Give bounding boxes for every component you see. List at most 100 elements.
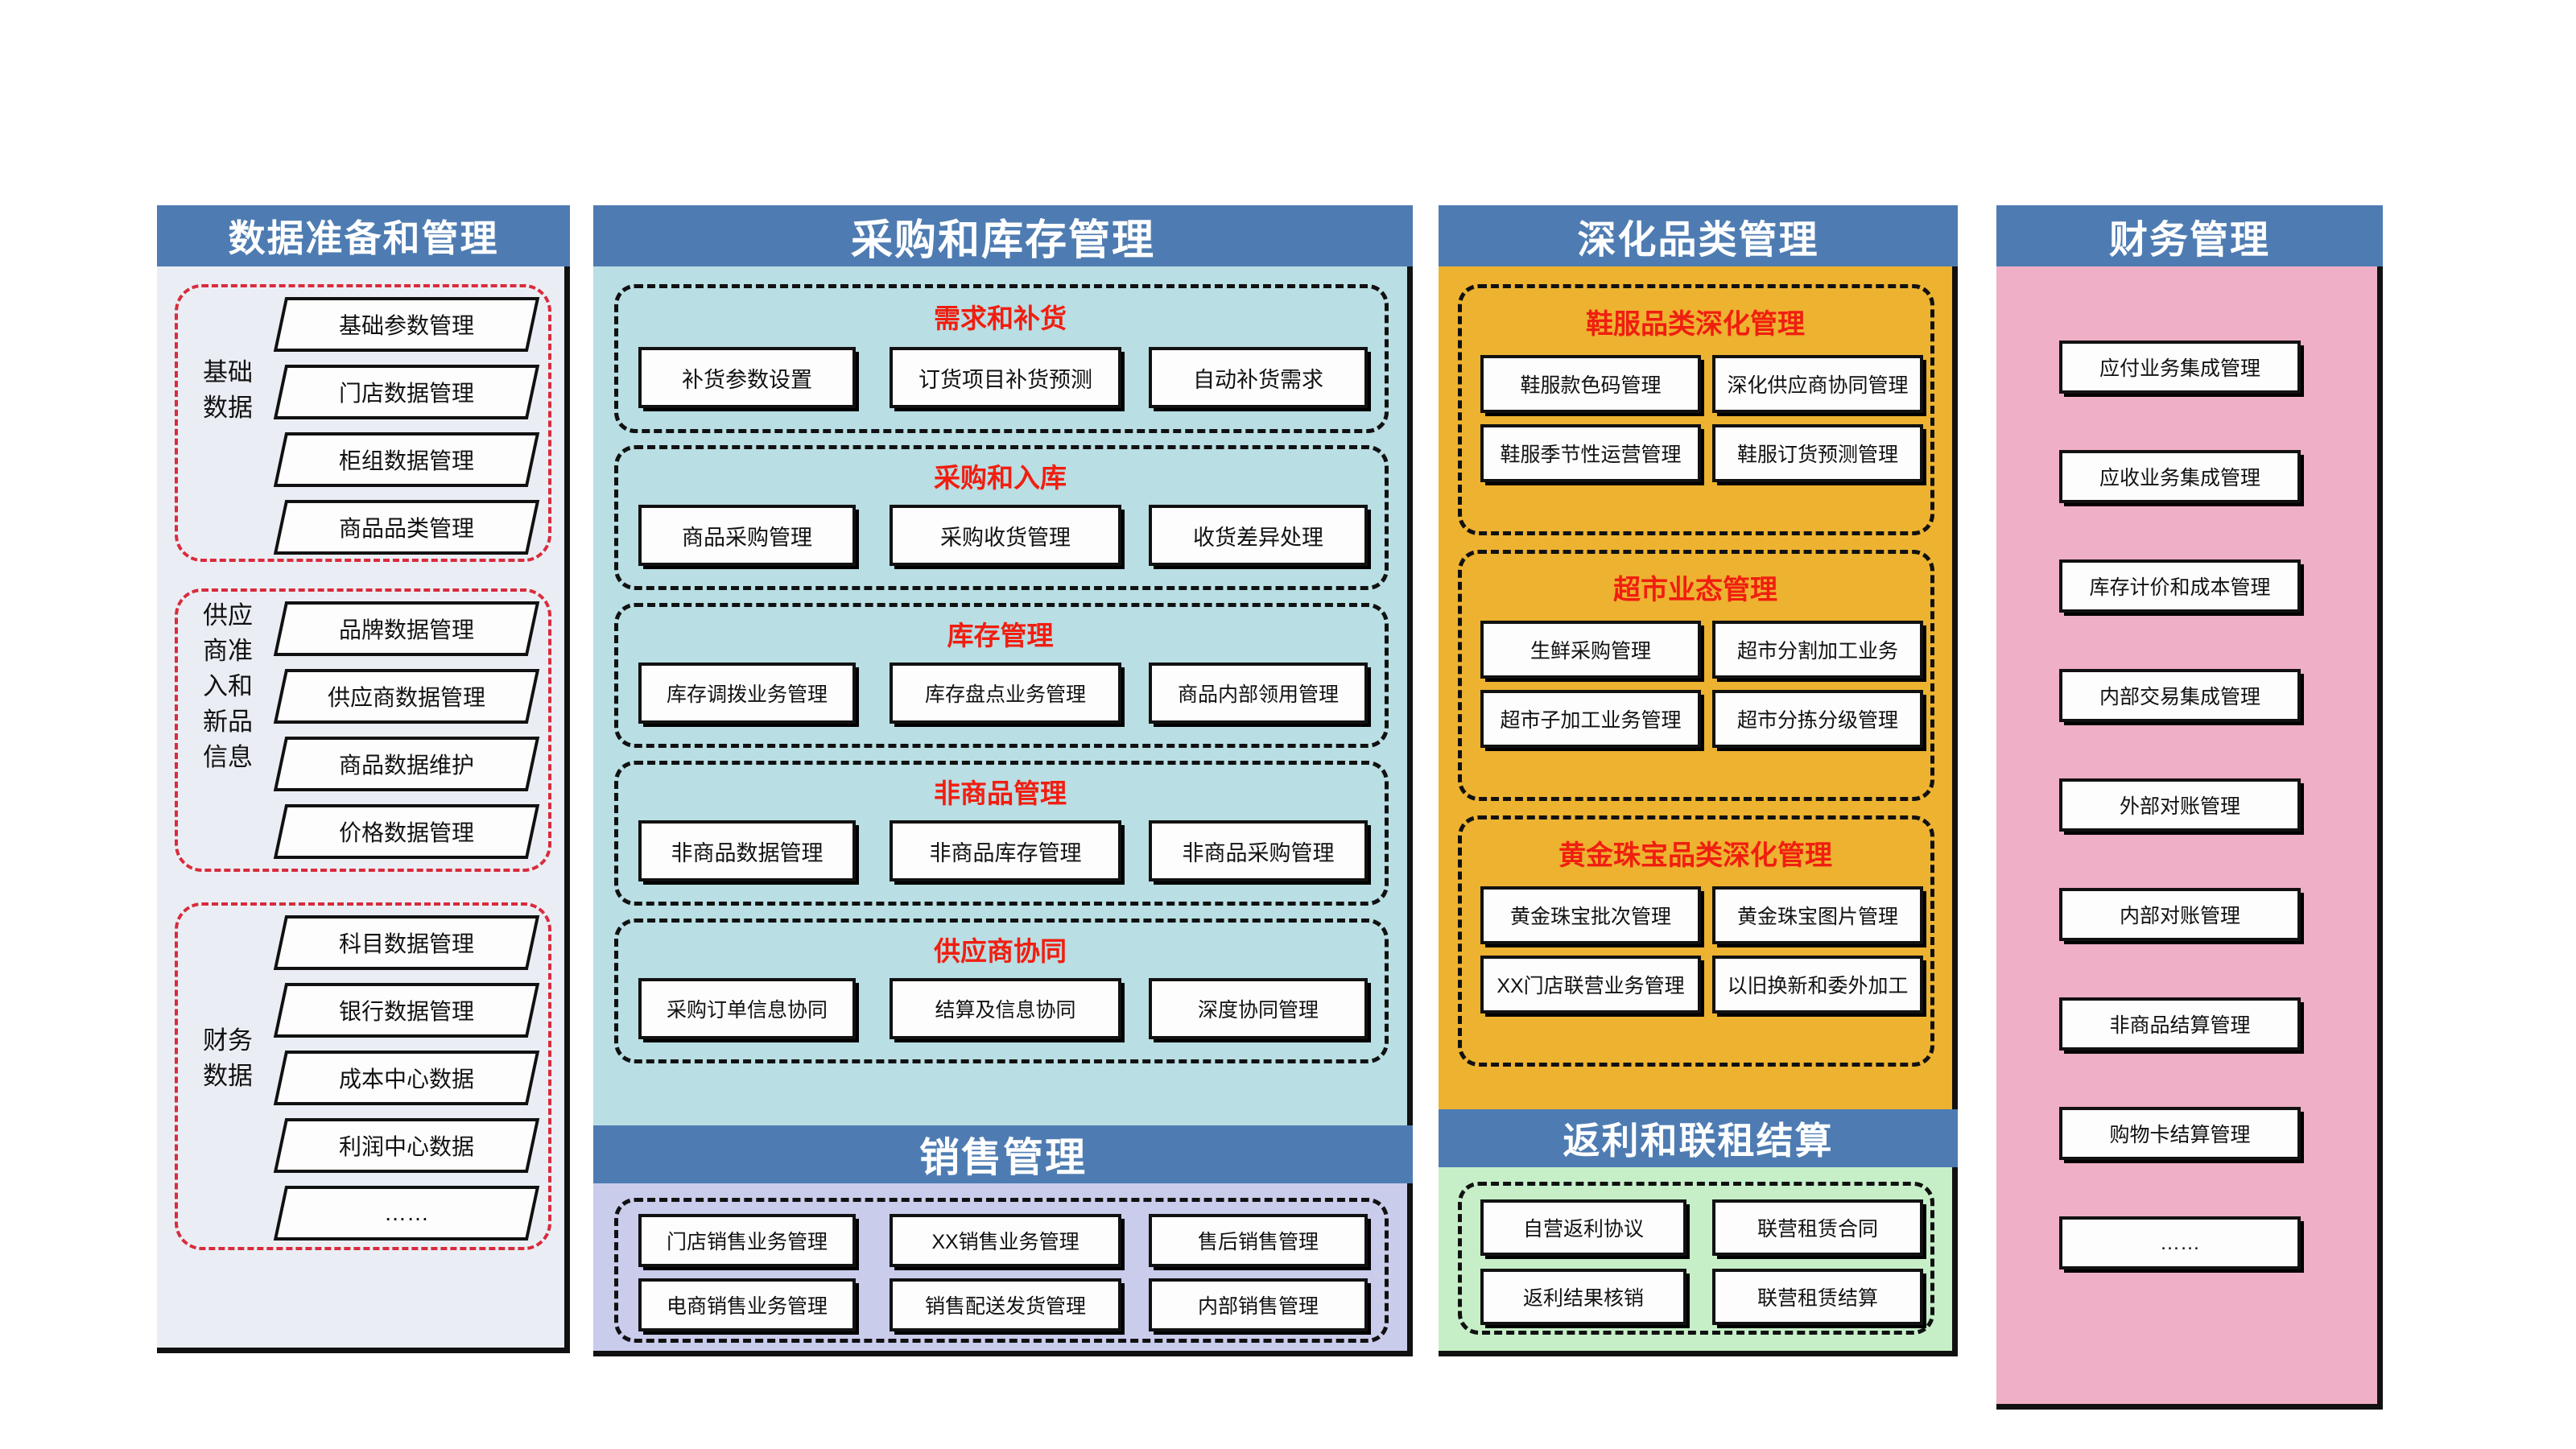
node-ap-integration[interactable]: 应付业务集成管理 xyxy=(2059,341,2301,394)
node-supermkt-sorting[interactable]: 超市分拣分级管理 xyxy=(1712,690,1923,748)
node-ar-integration[interactable]: 应收业务集成管理 xyxy=(2059,450,2301,503)
node-receive-diff[interactable]: 收货差异处理 xyxy=(1149,505,1368,566)
subgroup-supplier-collab xyxy=(614,919,1389,1063)
node-fresh-purchase[interactable]: 生鲜采购管理 xyxy=(1480,621,1701,679)
column-category-deepening: 深化品类管理 鞋服品类深化管理 鞋服款色码管理 深化供应商协同管理 鞋服季节性运… xyxy=(1439,205,1958,1136)
subgroup-sales xyxy=(614,1198,1389,1343)
column-purchase-inventory: 采购和库存管理 需求和补货 补货参数设置 订货项目补货预测 自动补货需求 采购和… xyxy=(593,205,1413,1152)
node-replenish-param[interactable]: 补货参数设置 xyxy=(638,347,856,408)
group-label-supplier: 供应 商准 入和 新品 信息 xyxy=(203,601,253,772)
node-nongoods-stock[interactable]: 非商品库存管理 xyxy=(890,820,1121,881)
subgroup-title-inventory: 库存管理 xyxy=(947,621,1054,650)
group-label-basic-data: 基础 数据 xyxy=(203,358,253,423)
node-supplier-data[interactable]: 供应商数据管理 xyxy=(273,669,540,724)
node-self-rebate-agreement[interactable]: 自营返利协议 xyxy=(1480,1199,1686,1256)
node-finance-more[interactable]: …… xyxy=(2059,1216,2301,1269)
node-internal-requisition[interactable]: 商品内部领用管理 xyxy=(1149,663,1368,724)
node-deep-collab[interactable]: 深度协同管理 xyxy=(1149,978,1368,1039)
node-nongoods-settlement[interactable]: 非商品结算管理 xyxy=(2059,997,2301,1051)
node-goods-category[interactable]: 商品品类管理 xyxy=(273,500,540,555)
node-internal-reconciliation[interactable]: 内部对账管理 xyxy=(2059,888,2301,941)
node-jewelry-batch[interactable]: 黄金珠宝批次管理 xyxy=(1480,886,1701,944)
node-store-sales[interactable]: 门店销售业务管理 xyxy=(638,1214,856,1267)
node-brand-data[interactable]: 品牌数据管理 xyxy=(273,601,540,656)
column-data-preparation: 数据准备和管理 基础 数据 基础参数管理 门店数据管理 柜组数据管理 商品品类管… xyxy=(157,205,570,1353)
node-delivery-mgmt[interactable]: 销售配送发货管理 xyxy=(890,1278,1121,1331)
node-profit-center[interactable]: 利润中心数据 xyxy=(273,1118,540,1173)
node-cost-center[interactable]: 成本中心数据 xyxy=(273,1051,540,1105)
subgroup-title-purchase: 采购和入库 xyxy=(934,463,1067,493)
subgroup-title-collab: 供应商协同 xyxy=(934,936,1067,966)
node-ecommerce-sales[interactable]: 电商销售业务管理 xyxy=(638,1278,856,1331)
subgroup-title-demand: 需求和补货 xyxy=(934,303,1067,333)
node-finance-more[interactable]: …… xyxy=(273,1186,540,1241)
node-supermkt-cutting[interactable]: 超市分割加工业务 xyxy=(1712,621,1923,679)
column-2b-body: 门店销售业务管理 XX销售业务管理 售后销售管理 电商销售业务管理 销售配送发货… xyxy=(593,1183,1413,1356)
node-stock-transfer[interactable]: 库存调拨业务管理 xyxy=(638,663,856,724)
node-nongoods-purchase[interactable]: 非商品采购管理 xyxy=(1149,820,1368,881)
node-basic-param[interactable]: 基础参数管理 xyxy=(273,297,540,352)
subgroup-title-non-goods: 非商品管理 xyxy=(934,778,1067,808)
subgroup-inventory xyxy=(614,603,1389,748)
node-internal-trade-integration[interactable]: 内部交易集成管理 xyxy=(2059,669,2301,722)
node-purchase-receive[interactable]: 采购收货管理 xyxy=(890,505,1121,566)
column-2-header: 采购和库存管理 xyxy=(593,205,1413,266)
node-external-reconciliation[interactable]: 外部对账管理 xyxy=(2059,778,2301,832)
node-stock-count[interactable]: 库存盘点业务管理 xyxy=(890,663,1121,724)
node-lease-contract[interactable]: 联营租赁合同 xyxy=(1712,1199,1923,1256)
column-rebate-lease: 返利和联租结算 自营返利协议 联营租赁合同 返利结果核销 联营租赁结算 xyxy=(1439,1109,1958,1356)
node-goods-purchase[interactable]: 商品采购管理 xyxy=(638,505,856,566)
subgroup-shoes-apparel xyxy=(1458,284,1934,535)
subgroup-title-shoes: 鞋服品类深化管理 xyxy=(1586,309,1805,340)
node-stock-valuation-cost[interactable]: 库存计价和成本管理 xyxy=(2059,559,2301,613)
column-4-body: 应付业务集成管理 应收业务集成管理 库存计价和成本管理 内部交易集成管理 外部对… xyxy=(1996,266,2383,1410)
node-xx-joint-operation[interactable]: XX门店联营业务管理 xyxy=(1480,956,1701,1013)
node-order-forecast[interactable]: 订货项目补货预测 xyxy=(890,347,1121,408)
group-supplier-admission xyxy=(175,588,551,872)
subgroup-title-jewelry: 黄金珠宝品类深化管理 xyxy=(1558,840,1832,871)
subgroup-title-supermarket: 超市业态管理 xyxy=(1613,575,1777,605)
column-1-header: 数据准备和管理 xyxy=(157,205,570,266)
group-basic-data xyxy=(175,284,551,562)
node-account-data[interactable]: 科目数据管理 xyxy=(273,915,540,970)
node-rebate-writeoff[interactable]: 返利结果核销 xyxy=(1480,1269,1686,1325)
column-2-body: 需求和补货 补货参数设置 订货项目补货预测 自动补货需求 采购和入库 商品采购管… xyxy=(593,266,1413,1152)
node-xx-sales[interactable]: XX销售业务管理 xyxy=(890,1214,1121,1267)
column-3b-body: 自营返利协议 联营租赁合同 返利结果核销 联营租赁结算 xyxy=(1439,1167,1958,1356)
node-nongoods-data[interactable]: 非商品数据管理 xyxy=(638,820,856,881)
column-3b-header: 返利和联租结算 xyxy=(1439,1109,1958,1167)
node-counter-data[interactable]: 柜组数据管理 xyxy=(273,432,540,487)
column-4-header: 财务管理 xyxy=(1996,205,2383,266)
node-bank-data[interactable]: 银行数据管理 xyxy=(273,983,540,1038)
column-2b-header: 销售管理 xyxy=(593,1125,1413,1183)
node-giftcard-settlement[interactable]: 购物卡结算管理 xyxy=(2059,1107,2301,1160)
node-price-data[interactable]: 价格数据管理 xyxy=(273,804,540,859)
column-1-body: 基础 数据 基础参数管理 门店数据管理 柜组数据管理 商品品类管理 供应 商准 … xyxy=(157,266,570,1353)
column-3-body: 鞋服品类深化管理 鞋服款色码管理 深化供应商协同管理 鞋服季节性运营管理 鞋服订… xyxy=(1439,266,1958,1136)
node-auto-replenish[interactable]: 自动补货需求 xyxy=(1149,347,1368,408)
node-shoe-order-forecast[interactable]: 鞋服订货预测管理 xyxy=(1712,424,1923,482)
node-po-info-collab[interactable]: 采购订单信息协同 xyxy=(638,978,856,1039)
node-internal-sales[interactable]: 内部销售管理 xyxy=(1149,1278,1368,1331)
subgroup-purchase-inbound xyxy=(614,445,1389,590)
subgroup-jewelry xyxy=(1458,815,1934,1067)
node-store-data[interactable]: 门店数据管理 xyxy=(273,365,540,419)
node-jewelry-image[interactable]: 黄金珠宝图片管理 xyxy=(1712,886,1923,944)
column-3-header: 深化品类管理 xyxy=(1439,205,1958,266)
group-finance-data xyxy=(175,902,551,1250)
subgroup-demand-replenish xyxy=(614,284,1389,433)
node-goods-data-maint[interactable]: 商品数据维护 xyxy=(273,737,540,791)
subgroup-rebate xyxy=(1458,1182,1934,1335)
node-supermkt-subprocess[interactable]: 超市子加工业务管理 xyxy=(1480,690,1701,748)
column-finance-management: 财务管理 应付业务集成管理 应收业务集成管理 库存计价和成本管理 内部交易集成管… xyxy=(1996,205,2383,1410)
node-deep-supplier-collab[interactable]: 深化供应商协同管理 xyxy=(1712,355,1923,413)
node-tradein-outsourcing[interactable]: 以旧换新和委外加工 xyxy=(1712,956,1923,1013)
node-aftersales[interactable]: 售后销售管理 xyxy=(1149,1214,1368,1267)
node-shoe-seasonal[interactable]: 鞋服季节性运营管理 xyxy=(1480,424,1701,482)
column-sales-management: 销售管理 门店销售业务管理 XX销售业务管理 售后销售管理 电商销售业务管理 销… xyxy=(593,1125,1413,1356)
subgroup-supermarket xyxy=(1458,550,1934,801)
node-shoe-color-size[interactable]: 鞋服款色码管理 xyxy=(1480,355,1701,413)
node-settlement-collab[interactable]: 结算及信息协同 xyxy=(890,978,1121,1039)
node-lease-settlement[interactable]: 联营租赁结算 xyxy=(1712,1269,1923,1325)
